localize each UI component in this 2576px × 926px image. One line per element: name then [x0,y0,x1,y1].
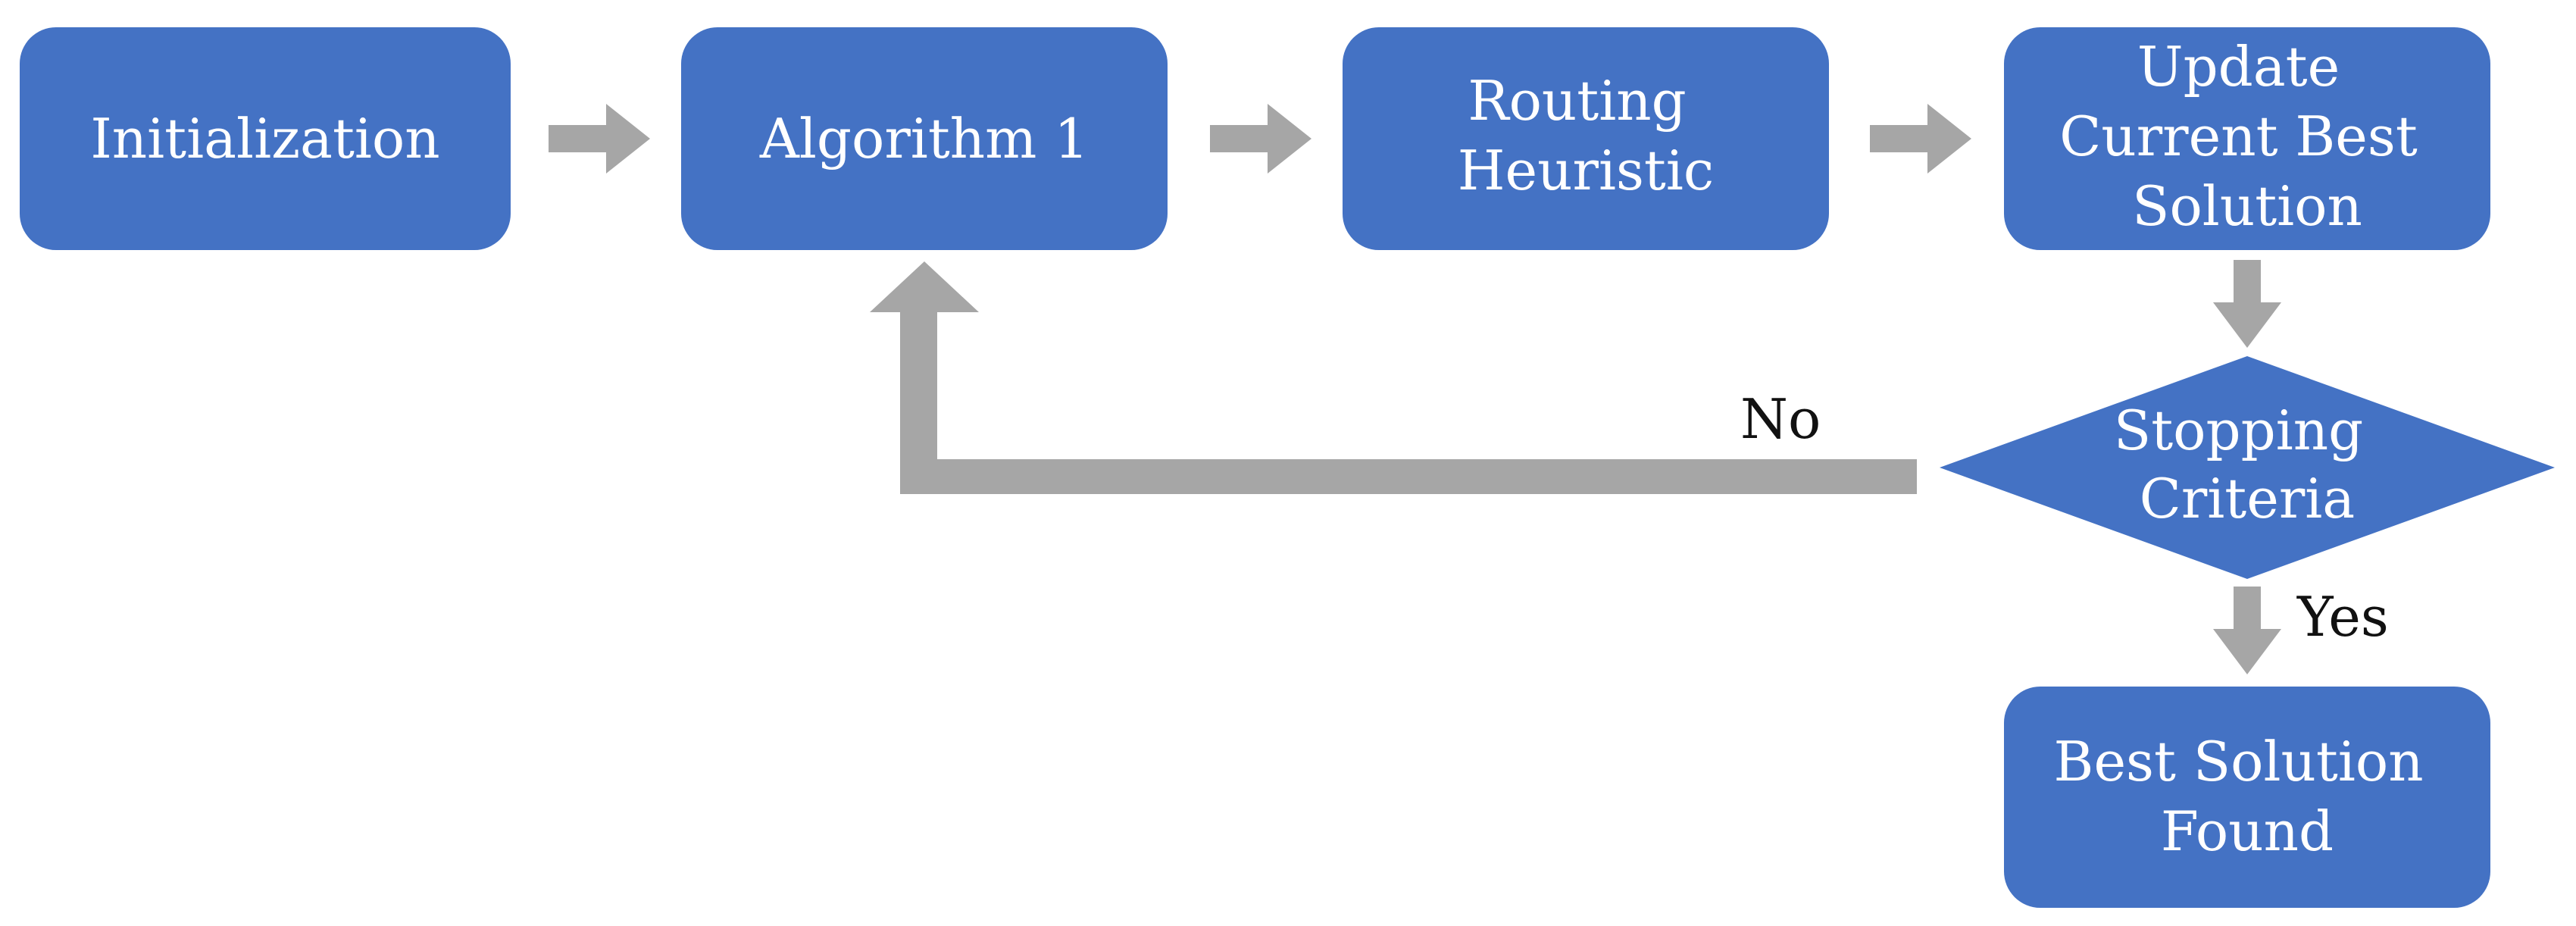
arrow-initialization-to-algorithm-1 [549,104,650,174]
stopping-criteria-diamond [1940,356,2555,579]
algorithm-1-node: Algorithm 1 [681,27,1168,250]
best-solution-found-label-line-2: Found [2161,799,2334,863]
feedback-arrow-no-to-algorithm-1 [870,261,1917,494]
arrow-algorithm-1-to-routing-heuristic [1210,104,1311,174]
initialization-label-line: Initialization [90,107,439,170]
arrow-update-to-stopping-criteria [2213,260,2281,348]
no-branch-label: No [1740,387,1821,451]
update-best-solution-node: Update Current Best Solution [2004,27,2490,250]
initialization-label: Initialization [90,107,439,170]
stopping-criteria-label: Stopping Criteria [2114,399,2381,530]
initialization-box [20,27,511,250]
algorithm-1-label-line: Algorithm 1 [759,107,1089,170]
update-best-solution-label: Update Current Best Solution [2059,35,2434,238]
stopping-criteria-label-line-1: Stopping [2114,399,2363,462]
stopping-criteria-label-line-2: Criteria [2140,467,2355,530]
routing-heuristic-label: Routing Heuristic [1458,69,1714,202]
algorithm-1-box [681,27,1168,250]
routing-heuristic-box [1343,27,1829,250]
routing-heuristic-label-line-2: Heuristic [1458,139,1714,202]
arrow-stopping-criteria-to-best-solution [2213,587,2281,674]
routing-heuristic-node: Routing Heuristic [1343,27,1829,250]
best-solution-found-label-line-1: Best Solution [2054,730,2424,793]
initialization-node: Initialization [20,27,511,250]
best-solution-found-label: Best Solution Found [2054,730,2441,863]
update-best-solution-label-line-2: Current Best [2059,105,2418,168]
algorithm-1-label: Algorithm 1 [759,107,1089,170]
update-best-solution-label-line-3: Solution [2132,174,2362,238]
arrow-routing-heuristic-to-update [1870,104,1971,174]
yes-branch-label: Yes [2296,585,2389,649]
update-best-solution-label-line-1: Update [2137,35,2340,99]
update-best-solution-box [2004,27,2490,250]
routing-heuristic-label-line-1: Routing [1468,69,1686,133]
stopping-criteria-node: Stopping Criteria [1940,356,2555,579]
best-solution-found-box [2004,687,2490,908]
best-solution-found-node: Best Solution Found [2004,687,2490,908]
